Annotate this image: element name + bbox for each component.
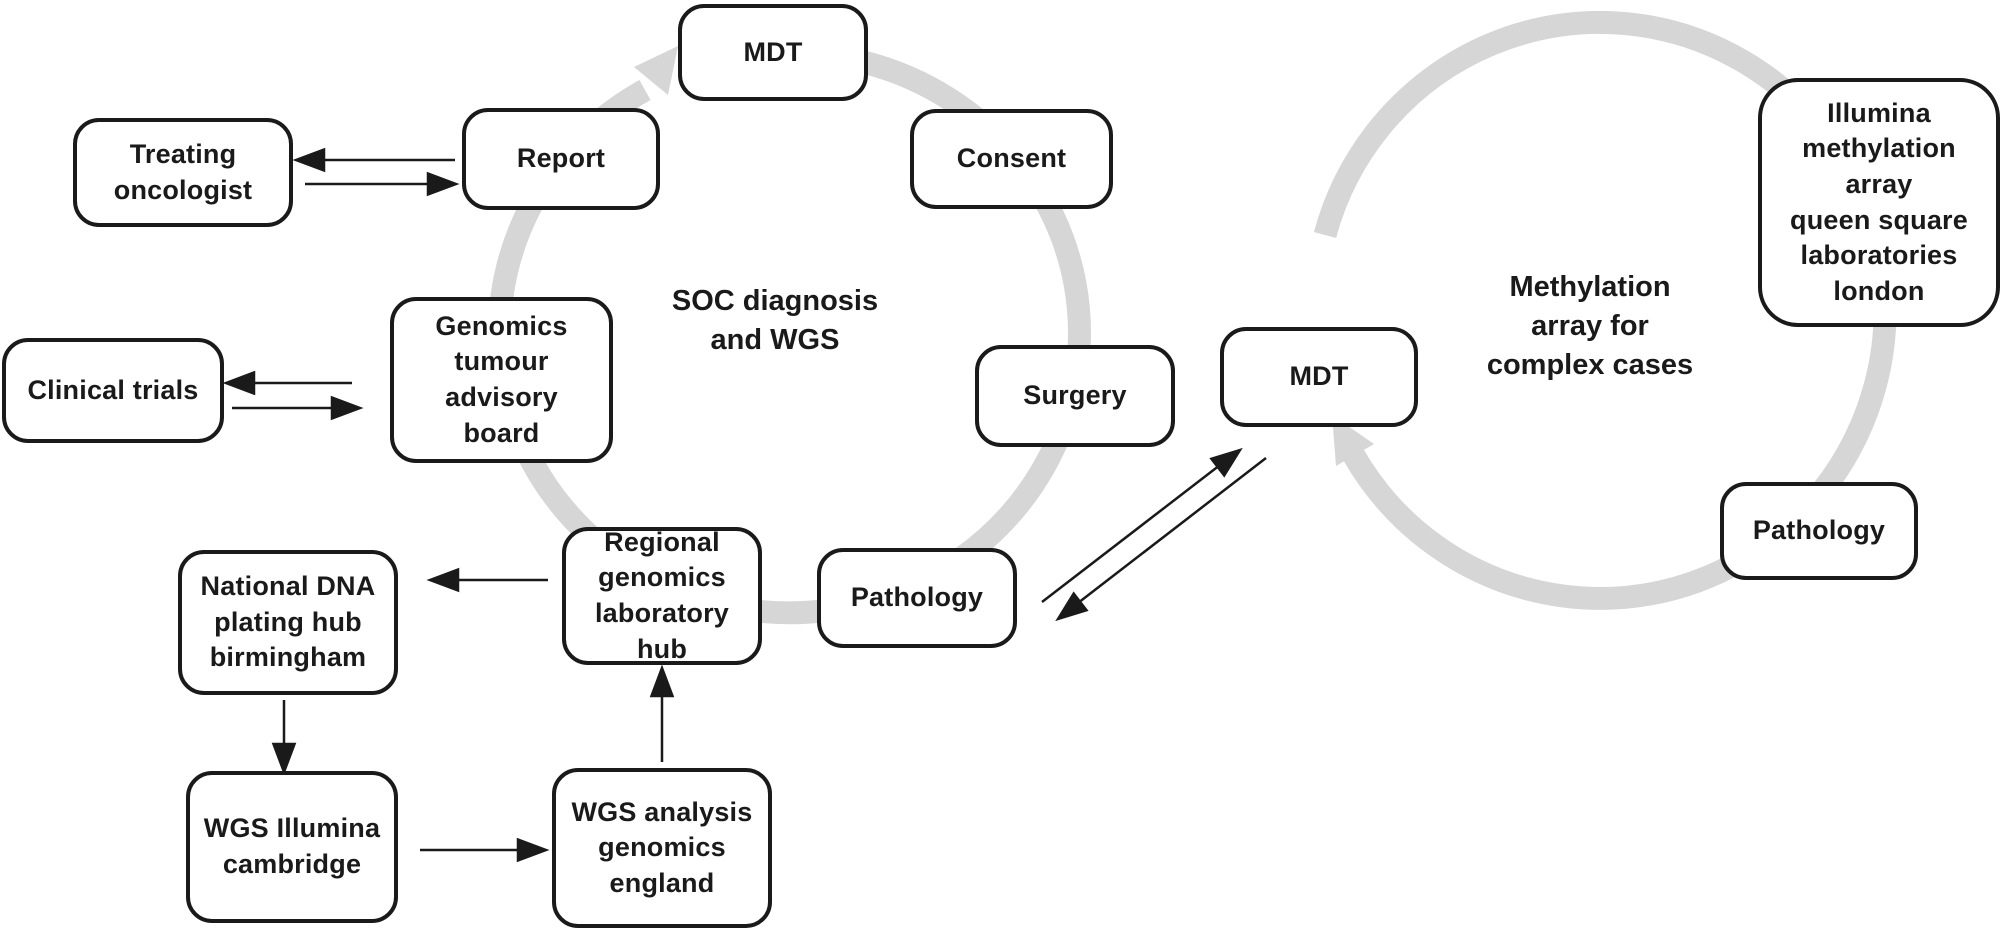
node-pathology-methylation-label: Pathology <box>1752 515 1886 546</box>
node-national-dna-plating-hub: National DNA plating hub birmingham <box>178 550 398 695</box>
node-wgs-analysis-genomics-england-label: WGS analysis genomics england <box>571 796 753 898</box>
node-genomics-tumour-advisory-board-label: Genomics tumour advisory board <box>435 310 568 448</box>
arrow-wgs-illumina-to-wgs-analysis <box>420 837 550 863</box>
node-regional-genomics-laboratory-hub: Regional genomics laboratory hub <box>562 527 762 665</box>
node-treating-oncologist-label: Treating oncologist <box>113 138 253 205</box>
node-illumina-methylation-array: Illumina methylation array queen square … <box>1758 78 2000 327</box>
node-genomics-tumour-advisory-board: Genomics tumour advisory board <box>390 297 613 463</box>
node-national-dna-plating-hub-label: National DNA plating hub birmingham <box>200 571 376 673</box>
soc-cycle-arrowhead-icon <box>634 46 678 95</box>
node-mdt-methylation: MDT <box>1220 327 1418 427</box>
node-consent: Consent <box>910 109 1113 209</box>
methylation-cycle-label: Methylation array for complex cases <box>1486 271 1694 382</box>
arrow-treating-oncologist-to-report <box>305 171 460 197</box>
node-surgery-label: Surgery <box>1023 380 1127 411</box>
node-clinical-trials: Clinical trials <box>2 338 224 443</box>
node-pathology-methylation: Pathology <box>1720 482 1918 580</box>
arrow-wgs-analysis-to-regional-hub <box>649 664 675 762</box>
soc-cycle-label: SOC diagnosis and WGS <box>671 285 879 357</box>
node-report: Report <box>462 108 660 210</box>
arrow-clinical-trials-to-advisory-board <box>232 395 364 421</box>
node-illumina-methylation-array-label: Illumina methylation array queen square … <box>1790 97 1968 306</box>
node-surgery: Surgery <box>975 345 1175 447</box>
node-pathology-soc-label: Pathology <box>850 582 984 613</box>
arrow-regional-hub-to-national-dna <box>426 567 548 593</box>
arrow-advisory-board-to-clinical-trials <box>222 370 352 396</box>
node-wgs-analysis-genomics-england: WGS analysis genomics england <box>552 768 772 928</box>
arrow-pathology-to-mdt-methylation <box>1041 447 1243 603</box>
arrow-mdt-methylation-to-pathology <box>1055 457 1267 622</box>
node-mdt-soc-label: MDT <box>743 36 803 67</box>
node-clinical-trials-label: Clinical trials <box>27 374 199 405</box>
node-wgs-illumina-cambridge-label: WGS Illumina cambridge <box>203 813 381 879</box>
arrow-report-to-treating-oncologist <box>292 147 455 173</box>
node-regional-genomics-laboratory-hub-label: Regional genomics laboratory hub <box>594 526 730 664</box>
node-treating-oncologist: Treating oncologist <box>73 118 293 227</box>
node-wgs-illumina-cambridge: WGS Illumina cambridge <box>186 771 398 923</box>
node-report-label: Report <box>516 143 606 174</box>
node-mdt-soc: MDT <box>678 4 868 101</box>
arrow-national-dna-to-wgs-illumina <box>271 700 297 776</box>
node-mdt-methylation-label: MDT <box>1289 361 1349 392</box>
node-pathology-soc: Pathology <box>817 548 1017 648</box>
methylation-cycle-arrowhead-icon <box>1332 415 1374 466</box>
node-consent-label: Consent <box>956 143 1067 174</box>
